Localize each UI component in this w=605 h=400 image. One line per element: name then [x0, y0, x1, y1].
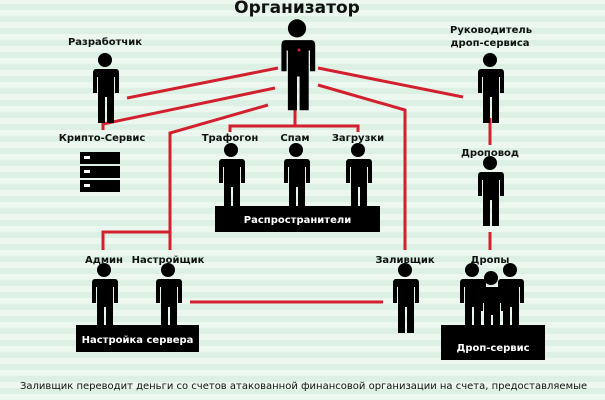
page-title: Организатор	[234, 0, 360, 18]
server-icon	[80, 152, 120, 192]
label-filler: Заливщик	[375, 255, 435, 266]
label-admin: Админ	[85, 255, 123, 266]
label-drop-service-head: Руководитель дроп-сервиса	[450, 25, 533, 49]
label-crypto-service: Крипто-Сервис	[58, 133, 146, 144]
spam-figure	[284, 143, 310, 213]
traffic-figure	[219, 143, 245, 213]
caption-text: Заливщик переводит деньги со счетов атак…	[20, 381, 588, 392]
label-spam: Спам	[280, 133, 310, 144]
developer-figure	[93, 53, 119, 123]
label-drop-manager: Дроповод	[461, 148, 519, 159]
group-label: Дроп-сервис	[456, 343, 530, 354]
group-label: Распространители	[243, 215, 352, 226]
label-drops: Дропы	[470, 255, 510, 266]
label-downloads: Загрузки	[331, 133, 385, 144]
filler-figure	[393, 263, 419, 333]
group-label: Настройка сервера	[81, 335, 194, 346]
drop-head-figure	[478, 53, 504, 123]
admin-figure	[92, 263, 118, 333]
label-developer: Разработчик	[67, 37, 143, 48]
drop-manager-figure	[478, 156, 504, 226]
configurator-figure	[156, 263, 182, 333]
organizer-figure	[281, 19, 316, 111]
group-server-setup: Настройка сервера	[76, 325, 199, 352]
downloads-figure	[346, 143, 372, 213]
label-configurator: Настройщик	[131, 255, 205, 266]
label-traffic: Трафогон	[201, 133, 259, 144]
connector-lines	[101, 66, 492, 304]
